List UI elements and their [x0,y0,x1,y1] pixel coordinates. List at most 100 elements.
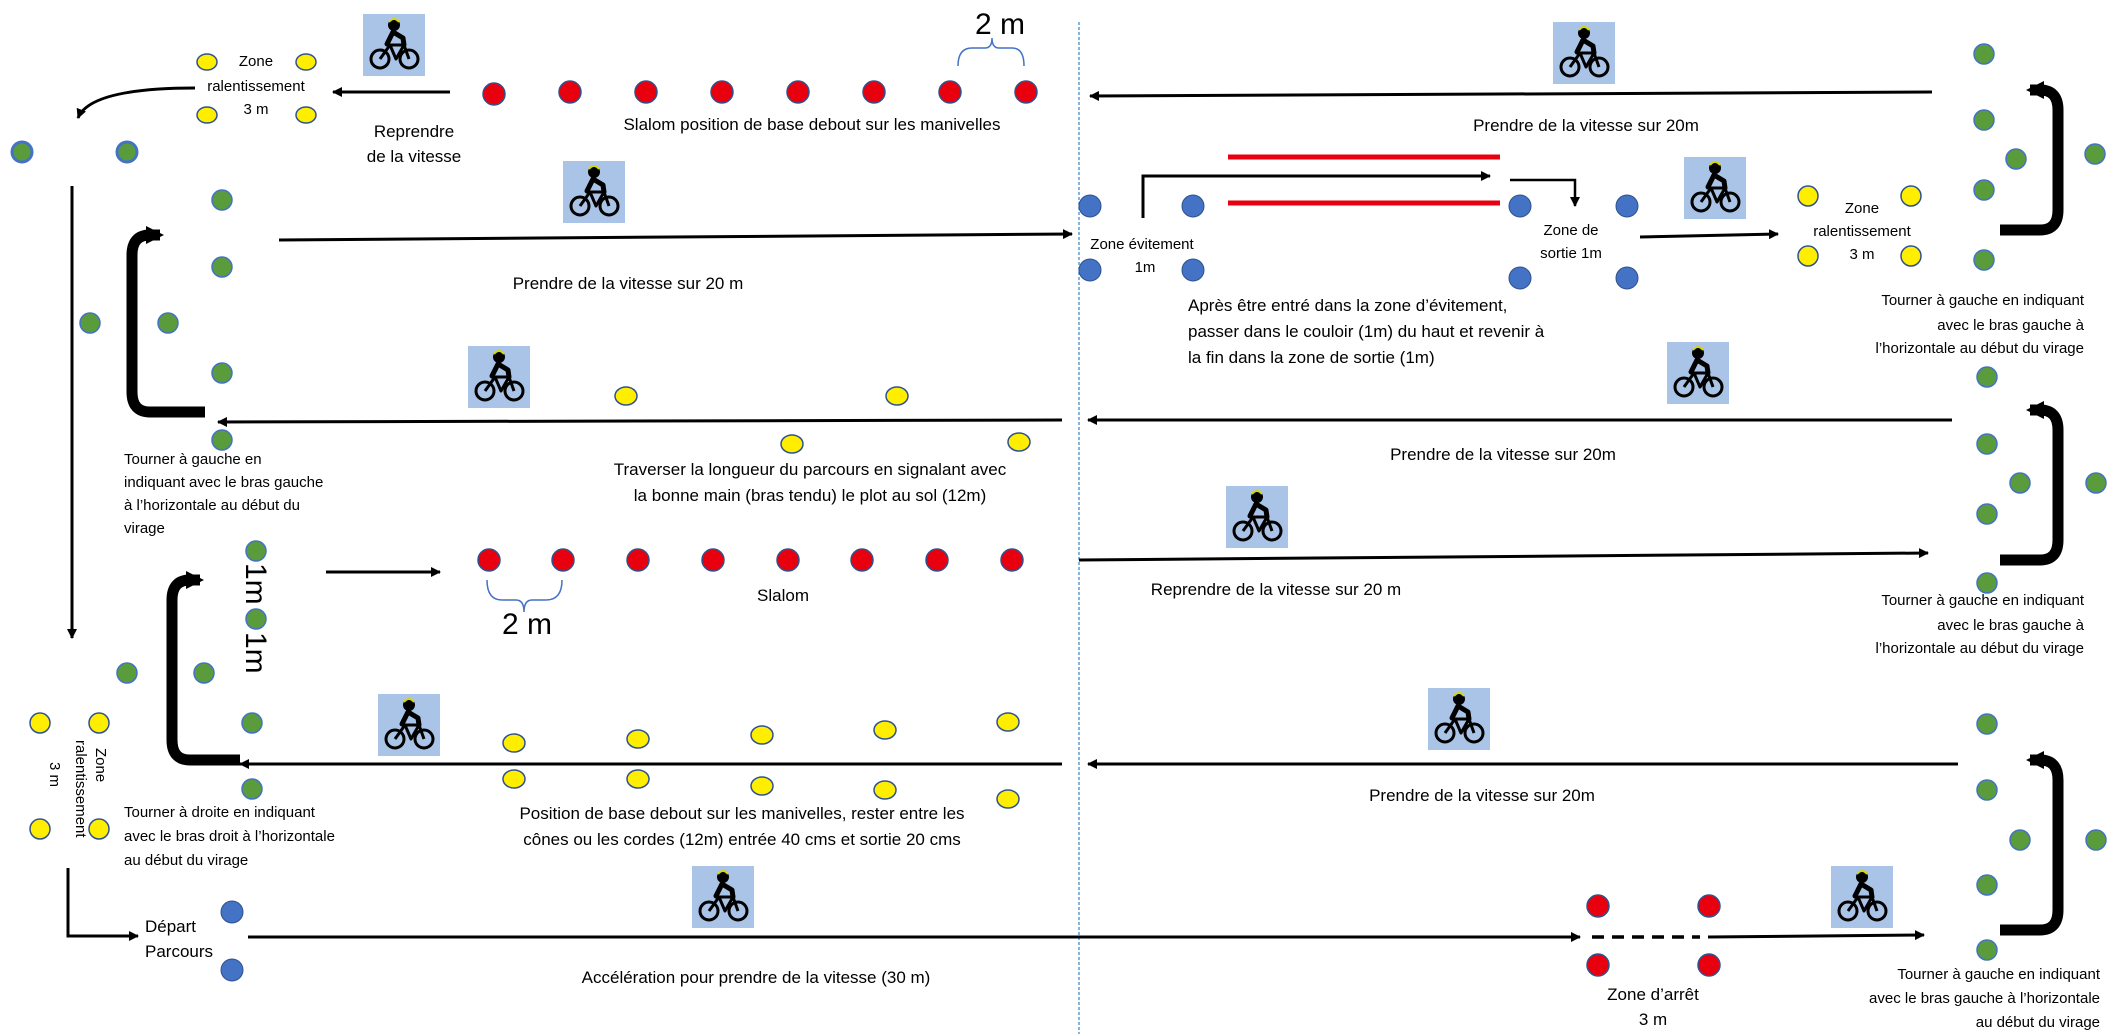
yellow-cone [1007,432,1031,452]
red-cone [776,548,800,572]
prendre-vitesse-label: Prendre de la vitesse sur 20m [1369,786,1595,805]
yellow-cone [88,712,110,734]
distance-brace [957,37,1025,67]
yellow-cone [196,53,218,71]
bicycle-rider-icon [468,346,530,408]
green-cone [1976,874,1998,896]
blue-cone [1615,194,1639,218]
green-cone [1973,249,1995,271]
red-cone [1014,80,1038,104]
red-cone [701,548,725,572]
position-base-instructions: Position de base debout sur les manivell… [519,804,964,823]
evitement-instructions: Après être entré dans la zone d’évitemen… [1188,296,1507,315]
red-cone [634,80,658,104]
direction-arrow [1707,930,1925,941]
green-cone [2009,472,2031,494]
green-cone [241,712,263,734]
direction-arrow [1639,229,1779,240]
bicycle-rider-icon [563,161,625,223]
yellow-cone [88,818,110,840]
green-cone [1976,572,1998,594]
reprendre-label: Reprendre [374,122,454,141]
yellow-cone [29,818,51,840]
bicycle-rider-icon [1831,866,1893,928]
blue-cone [1615,266,1639,290]
direction-arrow [66,868,139,941]
bicycle-rider-icon [1428,688,1490,750]
yellow-cone [885,386,909,406]
row1-top-right: Prendre de la vitesse sur 20m Tourner à … [1089,22,2106,357]
blue-cone [1181,194,1205,218]
prendre-vitesse-label: Prendre de la vitesse sur 20 m [513,274,744,293]
distance-label: 1m [239,563,272,605]
blue-cone [1508,266,1532,290]
red-cone [938,80,962,104]
corridor-path-arrow [1141,171,1491,218]
green-cone [211,429,233,451]
depart-label: Parcours [145,942,213,961]
turn-instructions: Tourner à gauche en indiquant [1881,592,2084,609]
turn-instructions: Tourner à droite en indiquant [124,804,316,821]
prendre-vitesse-label: Prendre de la vitesse sur 20m [1390,445,1616,464]
acceleration-label: Accélération pour prendre de la vitesse … [582,968,931,987]
red-cone [482,82,506,106]
green-cone [2009,829,2031,851]
direction-arrow [1089,90,1933,101]
distance-label: 1m [239,632,272,674]
turn-instructions: Tourner à gauche en [124,451,262,468]
turn-instructions: indiquant avec le bras gauche [124,474,323,491]
green-cone [1976,366,1998,388]
green-cone [241,778,263,800]
reprendre-label: de la vitesse [367,147,462,166]
green-cone [1973,179,1995,201]
blue-cone [220,900,244,924]
slalom-label: Slalom [757,586,809,605]
zone-arret-distance: 3 m [1639,1010,1667,1029]
turn-instructions: au début du virage [124,852,248,869]
traverser-instructions: la bonne main (bras tendu) le plot au so… [634,486,986,505]
zone-ralentissement-label: ralentissement [1813,223,1911,240]
green-cone [211,256,233,278]
green-cone [1973,109,1995,131]
turn-instructions: avec le bras gauche à [1937,317,2084,334]
yellow-cone [750,725,774,745]
red-cone [477,548,501,572]
yellow-cone [502,733,526,753]
zone-evitement-label: 1m [1135,259,1156,276]
row1-top-left: Zone ralentissement 3 m Reprendre de la … [10,8,1038,166]
zone-ralentissement-label: ralentissement [207,78,305,95]
u-turn-arrow [2000,401,2064,566]
evitement-instructions: passer dans le couloir (1m) du haut et r… [1188,322,1545,341]
green-cone [1976,503,1998,525]
red-cone [925,548,949,572]
red-cone [558,80,582,104]
zone-ralentissement-distance: 3 m [46,762,63,787]
red-cone [626,548,650,572]
yellow-cone [295,106,317,124]
red-cone [1697,953,1721,977]
bicycle-rider-icon [1667,342,1729,404]
red-cone [786,80,810,104]
bicycle-rider-icon [378,694,440,756]
row3: Prendre de la vitesse sur 20m Tourner à … [124,342,2107,594]
red-cone [862,80,886,104]
yellow-cone [1900,245,1922,267]
yellow-cone [626,729,650,749]
row2-right: Zone ralentissement 3 m [1639,157,1922,267]
green-cone [1973,43,1995,65]
red-cone [1000,548,1024,572]
turn-instructions: l’horizontale au début du virage [1876,640,2084,657]
yellow-cone [502,769,526,789]
turn-instructions: Tourner à gauche en indiquant [1897,966,2100,983]
traverser-instructions: Traverser la longueur du parcours en sig… [614,460,1007,479]
zone-sortie-label: sortie 1m [1540,245,1602,262]
yellow-cone [626,769,650,789]
yellow-cone [29,712,51,734]
red-cone [1586,953,1610,977]
green-cone [2085,472,2107,494]
yellow-cone [780,434,804,454]
yellow-cone [996,789,1020,809]
green-cone [79,312,101,334]
red-cone [1586,894,1610,918]
